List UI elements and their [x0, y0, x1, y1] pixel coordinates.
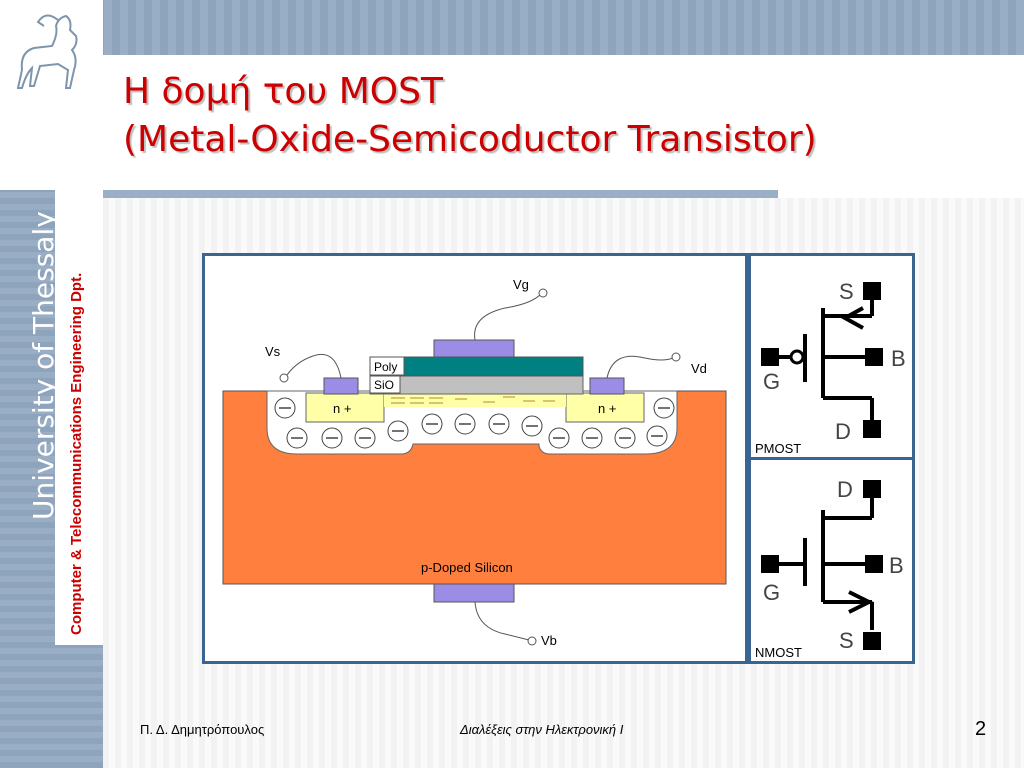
n-plus-source: [305, 392, 385, 423]
channel-charges: [391, 396, 555, 404]
acceptor-ion-signs: [279, 407, 670, 439]
oxide-layer: [369, 374, 584, 395]
drain-contact: [589, 377, 625, 395]
pmos-s-label: S: [839, 279, 854, 304]
gate-contact: [433, 339, 515, 358]
oxide-label-box: [369, 375, 401, 394]
pmos-d-label: D: [835, 419, 851, 444]
nmos-s-label: S: [839, 628, 854, 653]
nmos-symbol: D B G S NMOST: [755, 477, 904, 660]
footer-author: Π. Δ. Δημητρόπουλος: [140, 722, 265, 737]
n-plus-drain-label: n +: [598, 401, 616, 416]
university-label-box: University of Thessaly: [6, 190, 60, 520]
nmos-symbol-panel: D B G S NMOST: [748, 457, 915, 664]
pmos-gate-bubble: [789, 349, 805, 365]
pmos-drain-pin: [863, 420, 881, 438]
poly-label-box: [369, 356, 405, 376]
pmos-g-label: G: [763, 369, 780, 394]
centaur-logo-icon: [16, 14, 78, 89]
nmos-body-pin: [865, 555, 883, 573]
pmos-b-label: B: [891, 346, 906, 371]
drain-terminal-label: Vd: [691, 361, 707, 376]
nmos-caption: NMOST: [755, 645, 802, 660]
slide-subtitle: (Metal-Oxide-Semicoductor Transistor): [123, 119, 817, 160]
gate-terminal-label: Vg: [513, 277, 529, 292]
source-contact: [323, 377, 359, 395]
mos-structure-diagram: Poly SiO Vg Vs Vd Vb n + n + p-Doped Sil…: [222, 277, 727, 648]
logo-area: [0, 0, 103, 104]
footer-course: Διαλέξεις στην Ηλεκτρονική Ι: [460, 722, 624, 737]
page-number: 2: [975, 718, 987, 740]
pmos-body-pin: [865, 348, 883, 366]
department-label-box: Computer & Telecommunications Engineerin…: [66, 200, 96, 640]
nmos-drain-pin: [863, 480, 881, 498]
nmos-d-label: D: [837, 477, 853, 502]
university-label: University of Thessaly: [27, 211, 60, 520]
n-plus-source-label: n +: [333, 401, 351, 416]
terminal-nodes: [279, 288, 681, 646]
terminal-wires: [284, 293, 674, 641]
oxide-label: SiO: [374, 378, 394, 392]
header-band: [0, 0, 1024, 55]
channel-region: [384, 393, 566, 407]
nmos-gate-pin: [761, 555, 779, 573]
poly-label: Poly: [374, 360, 397, 374]
pmos-source-pin: [863, 282, 881, 300]
sidebar-white-strip: [55, 190, 103, 645]
body-terminal-label: Vb: [541, 633, 557, 648]
pmos-caption: PMOST: [755, 441, 801, 456]
nmos-b-label: B: [889, 553, 904, 578]
acceptor-ions: [274, 397, 675, 449]
pmos-gate-pin: [761, 348, 779, 366]
body-contact: [433, 583, 515, 603]
substrate-label: p-Doped Silicon: [421, 560, 513, 575]
pmos-symbol: S B G D PMOST: [755, 279, 906, 456]
nmos-source-pin: [863, 632, 881, 650]
mos-structure-panel: Poly SiO Vg Vs Vd Vb n + n + p-Doped Sil…: [202, 253, 748, 664]
department-label: Computer & Telecommunications Engineerin…: [68, 272, 85, 635]
pmos-symbol-panel: S B G D PMOST: [748, 253, 915, 460]
source-terminal-label: Vs: [265, 344, 281, 359]
slide-title: Η δομή του MOST: [123, 71, 443, 112]
nmos-g-label: G: [763, 580, 780, 605]
n-plus-drain: [565, 392, 645, 423]
header-rule: [0, 190, 778, 198]
